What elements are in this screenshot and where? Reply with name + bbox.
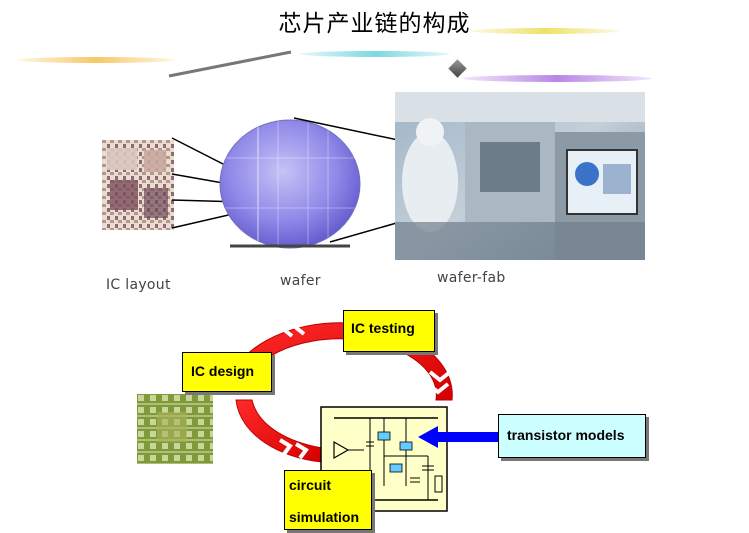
wafer-caption: wafer [280,273,321,289]
circuit-simulation-text-line1: circuit [289,477,332,493]
decorative-swoosh-yellow-left [16,57,176,63]
decorative-swoosh-cyan [300,51,450,57]
decorative-swoosh-purple [462,75,652,82]
chip-die-image [137,394,213,464]
model-input-arrow [418,426,500,448]
transistor-models-label: transistor models [498,414,646,458]
circuit-simulation-text-line2: simulation [289,509,360,525]
decorative-swoosh-yellow-right [470,28,620,34]
decorative-gray-diamond [448,59,467,78]
circuit-simulation-label: circuit simulation [284,470,372,530]
transistor-models-text: transistor models [507,427,625,443]
wafer-fab-image [395,92,645,260]
ic-design-text: IC design [191,363,255,379]
decorative-gray-line [168,50,292,78]
ic-testing-label: IC testing [343,310,435,352]
wafer-fab-caption: wafer-fab [437,270,506,286]
wafer-image [219,119,361,249]
ic-design-label: IC design [182,352,272,392]
ic-testing-text: IC testing [351,320,415,336]
ic-layout-image [102,140,174,230]
ic-layout-caption: IC layout [106,277,171,293]
page-title: 芯片产业链的构成 [278,11,471,37]
